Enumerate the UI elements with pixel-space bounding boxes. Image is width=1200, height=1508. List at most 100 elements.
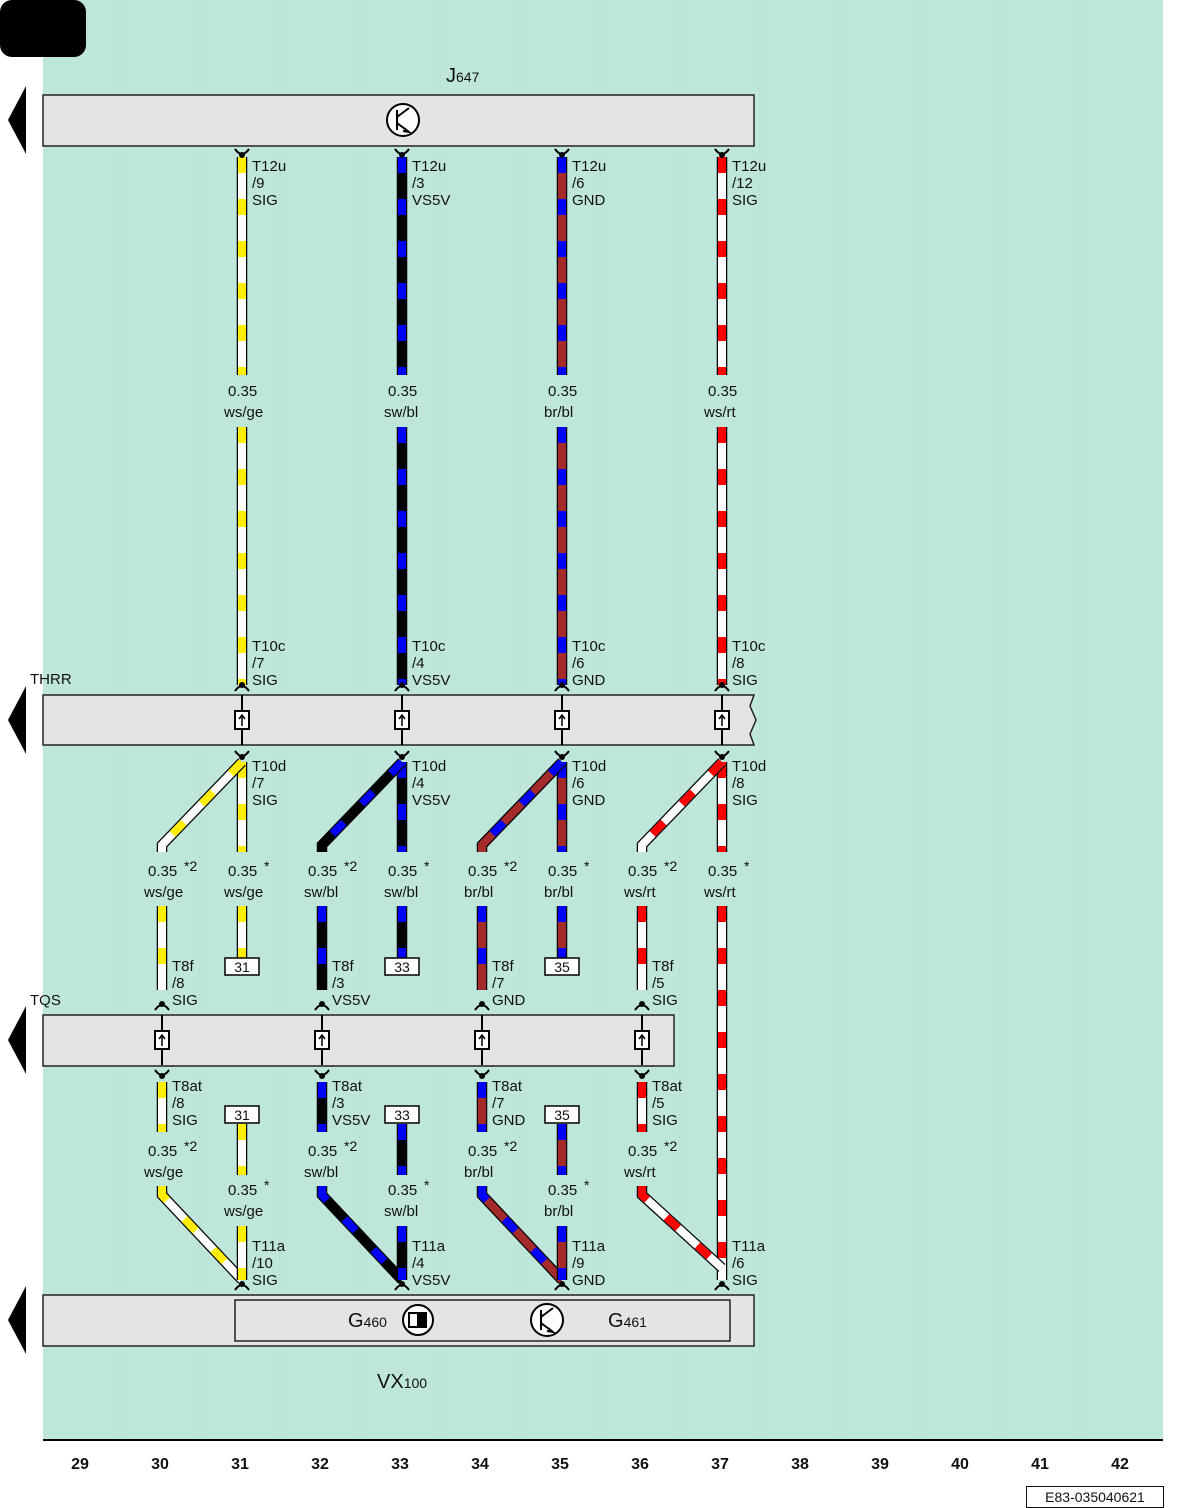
connector-pin xyxy=(394,682,410,692)
g460-label: G460 xyxy=(348,1310,387,1332)
wire-1-tqs-in-pin: /8 xyxy=(172,975,185,992)
transistor-icon xyxy=(530,1303,564,1337)
connector-pin xyxy=(554,682,570,692)
connector-layer xyxy=(154,148,730,1291)
wire-stripe xyxy=(318,1186,405,1283)
wire-1-thrr-out-pin: T10d xyxy=(252,758,286,775)
wire-4-tqs-out-pin: T8at xyxy=(652,1078,683,1095)
wire-3-top-gauge: 0.35 xyxy=(548,383,577,400)
wire-2-lower-stub-gauge: 0.35 xyxy=(388,1182,417,1199)
wire-4-j647-pin: SIG xyxy=(732,192,758,209)
tqs-bar xyxy=(42,1014,675,1067)
wire-3-vx100-pin: GND xyxy=(572,1272,606,1289)
wire-3-tqs-out-pin: /7 xyxy=(492,1095,505,1112)
wire-3-tqs-out-pin: GND xyxy=(492,1112,526,1129)
connector-pin xyxy=(474,1069,490,1079)
connector-pin xyxy=(634,1001,650,1011)
wire-4-lower-branch-gauge: 0.35 xyxy=(628,1143,657,1160)
wire-1-stub-color: ws/ge xyxy=(223,884,263,901)
wire-base xyxy=(318,759,405,852)
wire-2-thrr-in-pin: T10c xyxy=(412,638,446,655)
wire-4-tqs-in-pin: T8f xyxy=(652,958,675,975)
wire-4-stub-note: * xyxy=(744,858,750,874)
wire-4-top-color: ws/rt xyxy=(703,404,736,421)
wire-2-vx100-pin: VS5V xyxy=(412,1272,450,1289)
wire-3-vx100-pin: /9 xyxy=(572,1255,585,1272)
wire-3-lower-stub-color: br/bl xyxy=(544,1203,573,1220)
wire-3-tqs-out-pin: T8at xyxy=(492,1078,523,1095)
wire-3-thrr-in-pin: T10c xyxy=(572,638,606,655)
wire-1-lower-branch-note: *2 xyxy=(184,1138,197,1154)
grid-number: 35 xyxy=(551,1456,569,1473)
wire-2-vx100-pin: T11a xyxy=(412,1238,446,1255)
wire-1-j647-pin: SIG xyxy=(252,192,278,209)
wire-2-lower-branch-note: *2 xyxy=(344,1138,357,1154)
wire-2-thrr-out-pin: VS5V xyxy=(412,792,450,809)
connector-plug xyxy=(554,695,570,745)
wire-1-tqs-out-pin: SIG xyxy=(172,1112,198,1129)
wire-4-branch-gauge: 0.35 xyxy=(628,863,657,880)
wire-1-j647-pin: /9 xyxy=(252,175,265,192)
wire-1-top-color: ws/ge xyxy=(223,404,263,421)
grid-number: 41 xyxy=(1031,1456,1049,1473)
svg-text:33: 33 xyxy=(394,959,410,975)
thrr-label: THRR xyxy=(30,671,72,688)
wire-2-vx100-pin: /4 xyxy=(412,1255,425,1272)
grid-number: 29 xyxy=(71,1456,89,1473)
wire-4-top-gauge: 0.35 xyxy=(708,383,737,400)
wire-1-branch-gauge: 0.35 xyxy=(148,863,177,880)
wire-2-lower-stub-note: * xyxy=(424,1177,430,1193)
wire-4-vx100-pin: T11a xyxy=(732,1238,766,1255)
wire-stripe xyxy=(158,1186,245,1283)
connector-pin xyxy=(394,1281,410,1291)
wire-1-lower-stub-gauge: 0.35 xyxy=(228,1182,257,1199)
wire-1-lower-stub-color: ws/ge xyxy=(223,1203,263,1220)
j647-label: J647 xyxy=(446,65,480,87)
wire-1-tqs-out-pin: T8at xyxy=(172,1078,203,1095)
grid-number: 39 xyxy=(871,1456,889,1473)
wire-3-thrr-out-pin: /6 xyxy=(572,775,585,792)
grid-number: 38 xyxy=(791,1456,809,1473)
wire-4-j647-pin: /12 xyxy=(732,175,753,192)
wire-2-top-color: sw/bl xyxy=(384,404,418,421)
reference-box: 33 xyxy=(384,1105,420,1124)
wire-4-vx100-pin: SIG xyxy=(732,1272,758,1289)
wire-4-thrr-in-pin: T10c xyxy=(732,638,766,655)
wire-1-thrr-in-pin: T10c xyxy=(252,638,286,655)
wire-3-thrr-in-pin: /6 xyxy=(572,655,585,672)
wire-3-thrr-out-pin: GND xyxy=(572,792,606,809)
wire-3-vx100-pin: T11a xyxy=(572,1238,606,1255)
wire-2-tqs-in-pin: T8f xyxy=(332,958,355,975)
wire-1-thrr-out-pin: SIG xyxy=(252,792,278,809)
grid-number: 31 xyxy=(231,1456,249,1473)
connector-pin xyxy=(554,750,570,760)
wire-3-tqs-in-pin: GND xyxy=(492,992,526,1009)
connector-pin xyxy=(554,1281,570,1291)
grid-number: 40 xyxy=(951,1456,969,1473)
grid-number: 34 xyxy=(471,1456,489,1473)
wire-3-lower-branch-gauge: 0.35 xyxy=(468,1143,497,1160)
wire-3-stub-note: * xyxy=(584,858,590,874)
wire-4-stub-color: ws/rt xyxy=(703,884,736,901)
connector-plug xyxy=(634,1015,650,1065)
wire-1-tqs-in-pin: T8f xyxy=(172,958,195,975)
reference-box: 31 xyxy=(224,1105,260,1124)
connector-pin xyxy=(394,750,410,760)
connector-pin xyxy=(634,1069,650,1079)
wire-4-j647-pin: T12u xyxy=(732,158,766,175)
wire-2-lower-branch-gauge: 0.35 xyxy=(308,1143,337,1160)
wire-4-thrr-in-pin: SIG xyxy=(732,672,758,689)
grid-number: 42 xyxy=(1111,1456,1129,1473)
wire-1-lower-branch-gauge: 0.35 xyxy=(148,1143,177,1160)
connector-plug xyxy=(154,1015,170,1065)
wire-2-tqs-out-pin: /3 xyxy=(332,1095,345,1112)
grid-number: 36 xyxy=(631,1456,649,1473)
transistor-icon xyxy=(386,103,420,137)
wire-2-j647-pin: VS5V xyxy=(412,192,450,209)
wire-3-tqs-in-pin: /7 xyxy=(492,975,505,992)
wire-4-lower-branch-color: ws/rt xyxy=(623,1164,656,1181)
wire-4-stub-gauge: 0.35 xyxy=(708,863,737,880)
svg-text:31: 31 xyxy=(234,959,250,975)
g460-g461-box xyxy=(234,1299,731,1342)
wire-3-j647-pin: GND xyxy=(572,192,606,209)
